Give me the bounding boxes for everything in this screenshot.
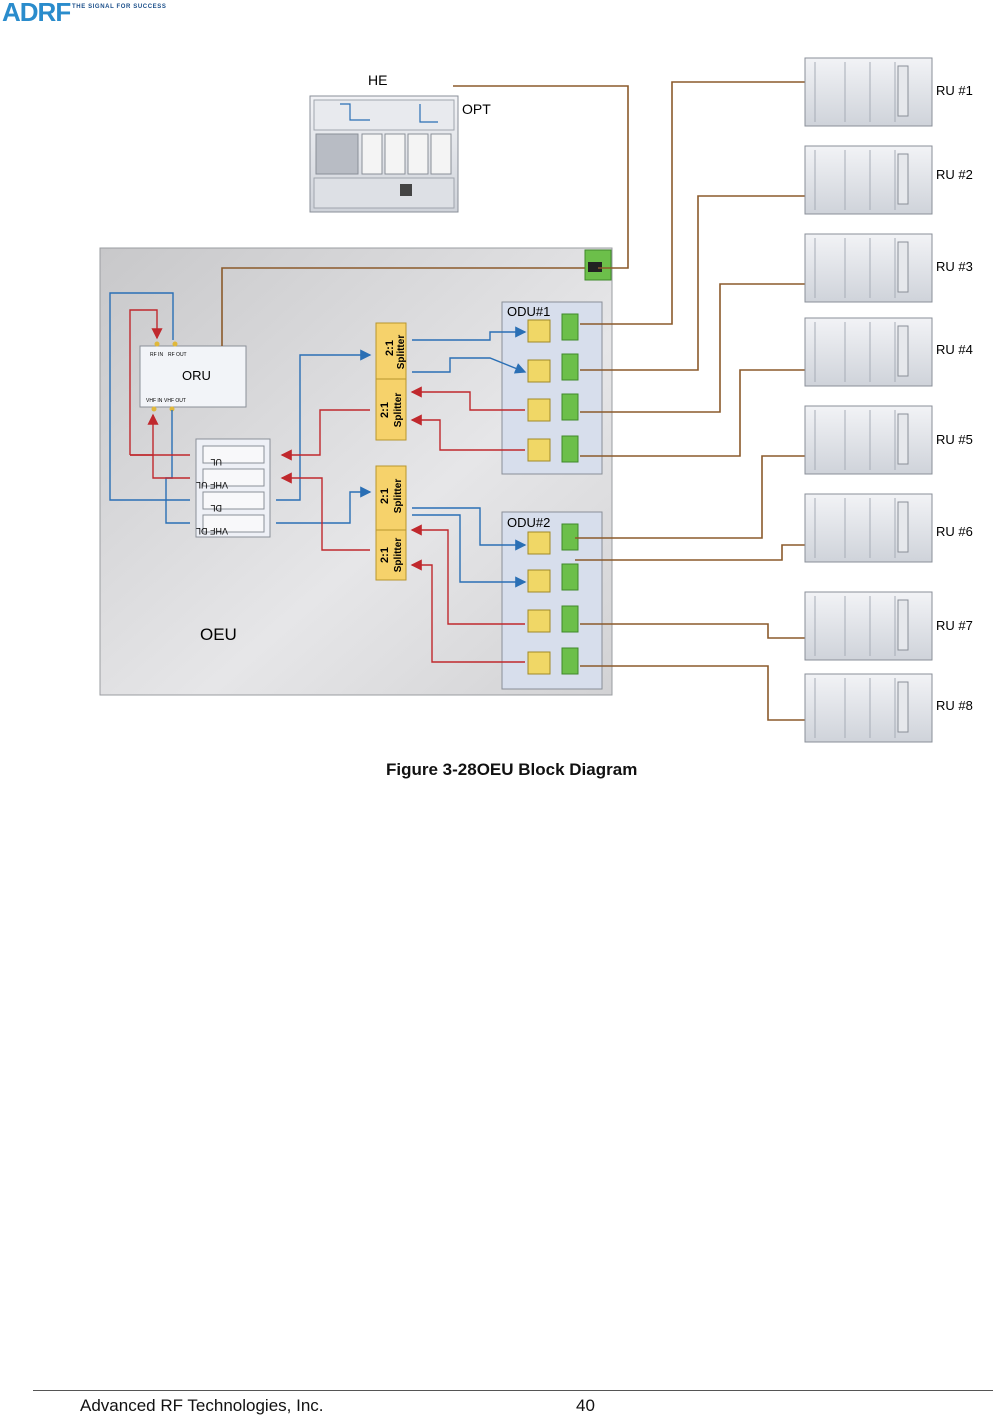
combiner-slot-ul: UL [202,445,265,467]
oru-port-vhf-out: VHF OUT [164,398,186,404]
ru-label-6: RU #6 [936,524,973,539]
ru-rack-7 [804,591,933,661]
ru-rack-1 [804,57,933,127]
oru-unit [139,345,247,408]
company-logo: ADRF THE SIGNAL FOR SUCCESS [0,0,190,34]
svg-text:VHF DL: VHF DL [196,526,228,536]
oeu-block-diagram: HE OPT OEU ORU RF IN RF OUT VHF IN VHF O… [99,57,973,743]
svg-text:Splitter: Splitter [393,479,404,514]
svg-text:2:1: 2:1 [379,547,391,563]
ru-rack-3 [804,233,933,303]
ru-rack-2 [804,145,933,215]
ru-label-2: RU #2 [936,167,973,182]
odu-2-label: ODU#2 [507,515,550,530]
ru-label-5: RU #5 [936,432,973,447]
svg-text:2:1: 2:1 [379,488,391,504]
figure-caption: Figure 3-28OEU Block Diagram [386,760,637,780]
ru-label-8: RU #8 [936,698,973,713]
page-number: 40 [576,1396,595,1415]
splitter-4: 2:1 Splitter [375,529,407,581]
svg-text:DL: DL [210,503,222,513]
ru-label-4: RU #4 [936,342,973,357]
odu-1 [501,301,603,475]
he-rack [309,95,459,213]
odu-2-ports [527,531,551,675]
splitter-2: 2:1 Splitter [375,378,407,441]
ru-rack-8 [804,673,933,743]
ru-label-7: RU #7 [936,618,973,633]
logo-tagline: THE SIGNAL FOR SUCCESS [72,4,167,10]
combiner-slot-dl: DL [202,491,265,513]
svg-text:UL: UL [210,457,222,467]
ru-rack-6 [804,493,933,563]
footer-divider [33,1390,993,1391]
svg-text:2:1: 2:1 [384,340,396,356]
oru-port-rf-out: RF OUT [168,352,187,358]
odu-1-ports [527,319,551,462]
svg-text:VHF UL: VHF UL [196,480,228,490]
oru-label: ORU [182,368,211,383]
splitter-3: 2:1 Splitter [375,465,407,531]
logo-brand: ADRF [2,0,71,27]
footer-company: Advanced RF Technologies, Inc. [80,1396,324,1415]
splitter-1: 2:1 Splitter [375,322,407,380]
oru-port-rf-in: RF IN [150,352,163,358]
ru-rack-5 [804,405,933,475]
figure-number: Figure 3-28 [386,760,477,779]
combiner-slot-vhf-ul: VHF UL [196,468,265,490]
ru-label-1: RU #1 [936,83,973,98]
svg-text:Splitter: Splitter [396,335,407,370]
oru-port-vhf-in: VHF IN [146,398,163,404]
combiner-slot-vhf-dl: VHF DL [196,514,265,536]
opt-label: OPT [462,101,491,117]
svg-text:Splitter: Splitter [393,393,404,428]
oeu-label: OEU [200,625,237,644]
figure-title: OEU Block Diagram [476,760,638,779]
odu-1-label: ODU#1 [507,304,550,319]
svg-text:2:1: 2:1 [379,402,391,418]
ru-label-3: RU #3 [936,259,973,274]
svg-text:Splitter: Splitter [393,538,404,573]
he-label: HE [368,72,387,88]
ru-rack-4 [804,317,933,387]
